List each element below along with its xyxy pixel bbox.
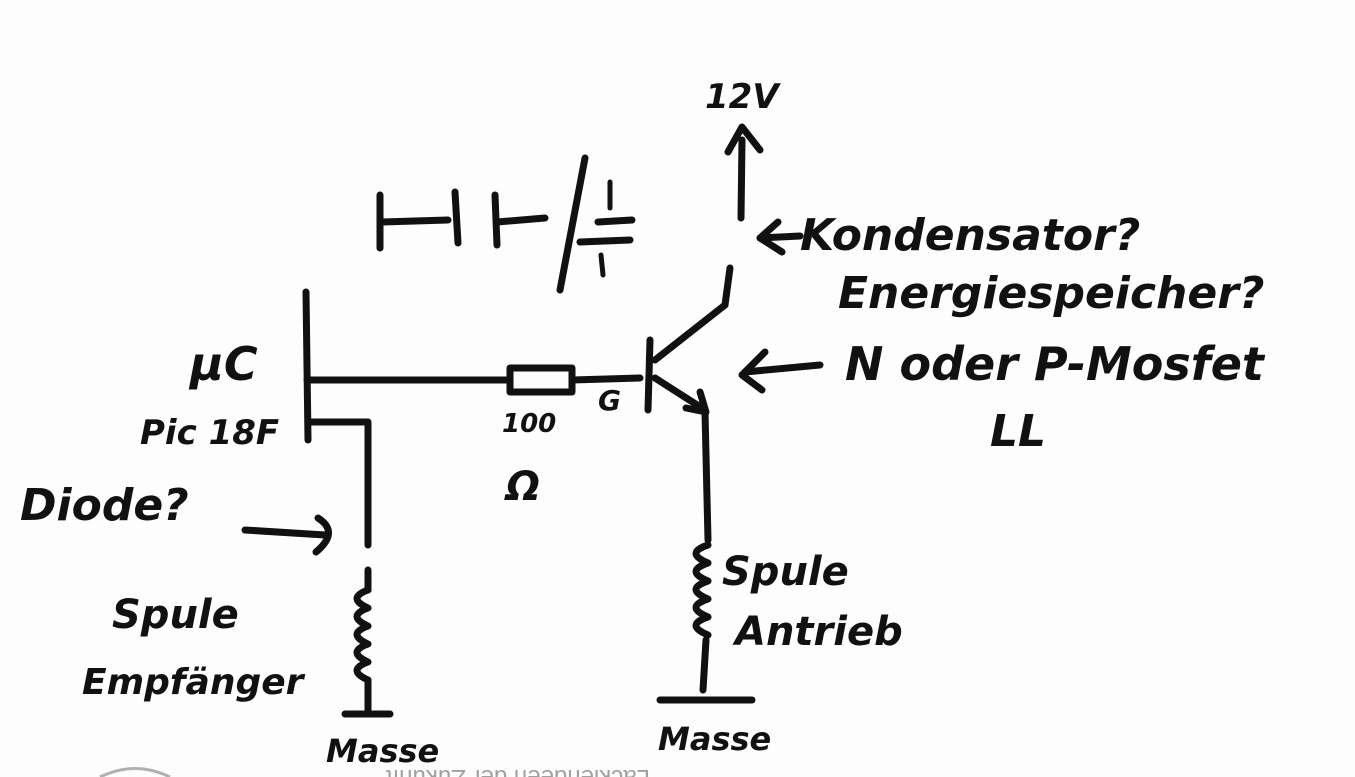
receiver-coil-label-2: Empfänger [82, 662, 306, 703]
mcu-label: µC [188, 337, 258, 391]
drive-coil-label-2: Antrieb [732, 609, 903, 655]
mcu-pin [302, 288, 372, 549]
mcu-part-label: Pic 18F [140, 413, 279, 453]
capacitor-symbol-sketch [376, 154, 636, 294]
mosfet-symbol [644, 264, 734, 416]
bleed-through-mark [99, 767, 171, 777]
capacitor-question-label: Kondensator? [800, 210, 1140, 261]
capacitor-question-arrow [756, 218, 804, 256]
gate-label: G [598, 384, 621, 417]
drive-coil [656, 408, 756, 704]
supply-label: 12V [705, 77, 781, 117]
ground-left-label: Masse [326, 732, 439, 770]
receiver-coil [341, 566, 394, 718]
ground-right-label: Masse [658, 720, 771, 758]
drive-coil-label-1: Spule [722, 549, 849, 595]
supply-arrow [724, 123, 764, 222]
receiver-coil-label-1: Spule [112, 592, 239, 638]
resistor-unit-label: Ω [504, 464, 540, 510]
bleed-through-text: Lackierideen der Zukunft [386, 764, 650, 777]
diode-question-arrow [241, 514, 332, 556]
mosfet-type-arrow [738, 348, 824, 394]
energy-storage-question-label: Energiespeicher? [838, 268, 1264, 319]
resistor-value-label: 100 [502, 409, 556, 439]
mosfet-type-label: N oder P-Mosfet [845, 337, 1266, 391]
mosfet-sub-label: LL [990, 406, 1046, 457]
svg-text:Lackierideen der Zukunft: Lackierideen der Zukunft [386, 764, 650, 777]
diode-question-label: Diode? [20, 480, 189, 531]
gate-resistor [303, 364, 644, 396]
